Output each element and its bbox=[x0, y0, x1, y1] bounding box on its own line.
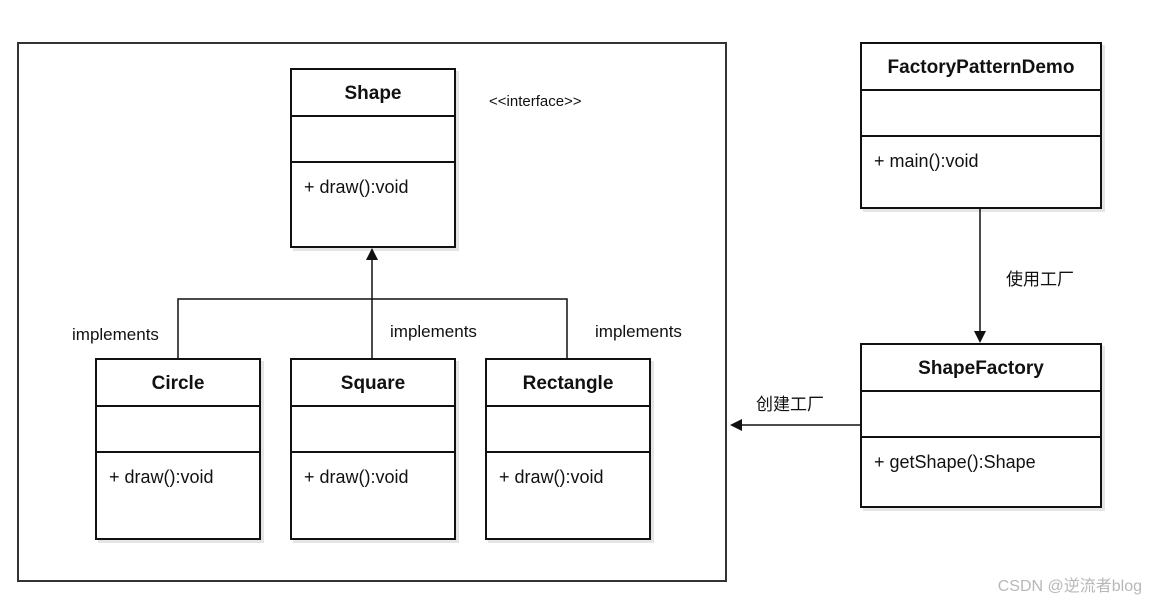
square-class-name: Square bbox=[292, 360, 454, 407]
uses-factory-label: 使用工厂 bbox=[1006, 270, 1074, 289]
rectangle-attributes bbox=[487, 407, 649, 453]
shape-stereotype: <<interface>> bbox=[489, 93, 582, 110]
circle-class-name: Circle bbox=[97, 360, 259, 407]
implements-label-square: implements bbox=[390, 322, 477, 341]
shape-operation: + draw():void bbox=[304, 177, 409, 197]
implements-label-rectangle: implements bbox=[595, 322, 682, 341]
factory-attributes bbox=[862, 392, 1100, 438]
creates-factory-label: 创建工厂 bbox=[756, 395, 824, 414]
rectangle-operation: + draw():void bbox=[499, 467, 604, 487]
circle-attributes bbox=[97, 407, 259, 453]
demo-attributes bbox=[862, 91, 1100, 137]
rectangle-class: Rectangle + draw():void bbox=[485, 358, 651, 540]
factory-class: ShapeFactory + getShape():Shape bbox=[860, 343, 1102, 508]
rectangle-class-name: Rectangle bbox=[487, 360, 649, 407]
circle-operation: + draw():void bbox=[109, 467, 214, 487]
implements-label-circle: implements bbox=[72, 325, 159, 344]
circle-class: Circle + draw():void bbox=[95, 358, 261, 540]
shape-class: Shape + draw():void bbox=[290, 68, 456, 248]
demo-class: FactoryPatternDemo + main():void bbox=[860, 42, 1102, 209]
square-attributes bbox=[292, 407, 454, 453]
csdn-watermark: CSDN @逆流者blog bbox=[997, 578, 1142, 595]
demo-class-name: FactoryPatternDemo bbox=[862, 44, 1100, 91]
shape-attributes bbox=[292, 117, 454, 163]
package-frame bbox=[17, 42, 727, 582]
shape-class-name: Shape bbox=[292, 70, 454, 117]
factory-operation: + getShape():Shape bbox=[874, 452, 1036, 472]
factory-class-name: ShapeFactory bbox=[862, 345, 1100, 392]
square-operation: + draw():void bbox=[304, 467, 409, 487]
square-class: Square + draw():void bbox=[290, 358, 456, 540]
demo-operation: + main():void bbox=[874, 151, 979, 171]
